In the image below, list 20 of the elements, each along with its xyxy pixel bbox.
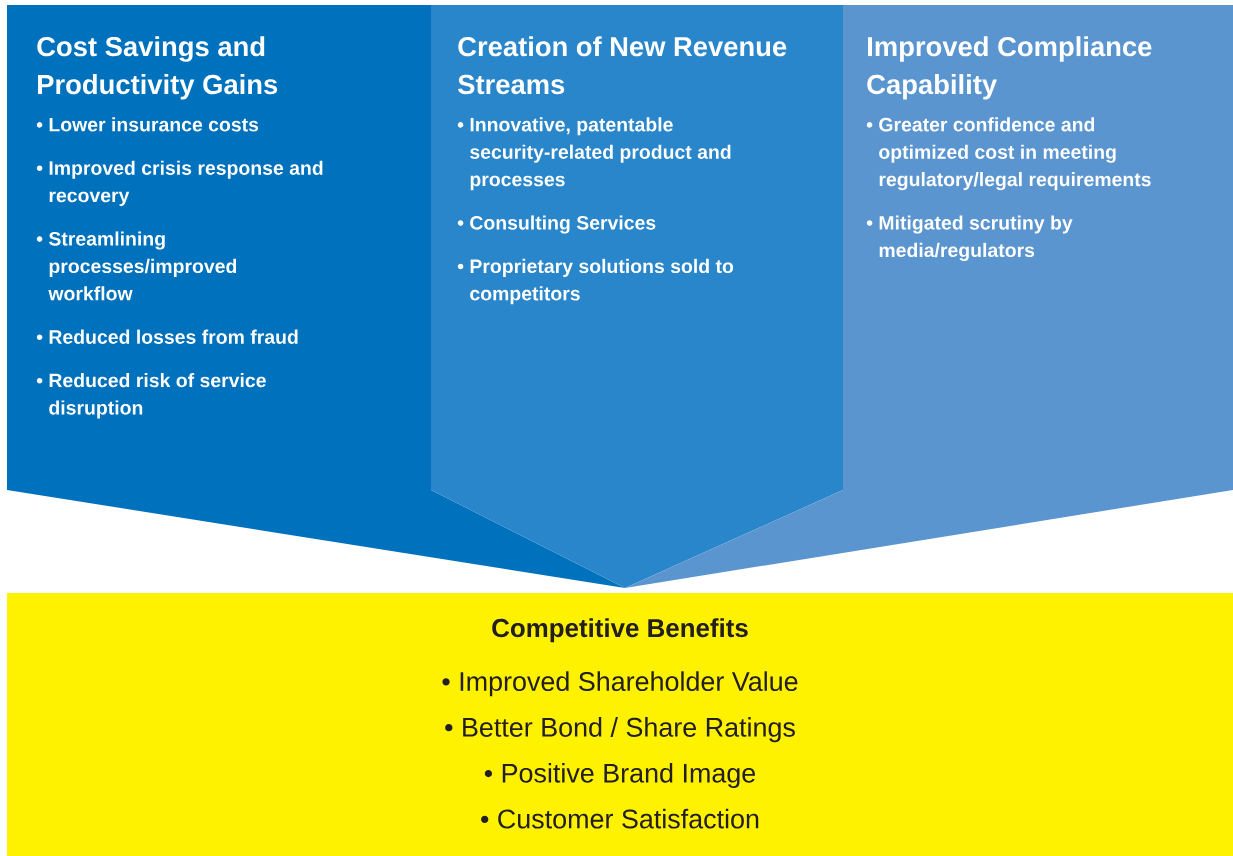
- bullet-item: • Customer Satisfaction: [481, 808, 759, 829]
- bullet-item: • Positive Brand Image: [484, 762, 756, 789]
- chevron-panel: [431, 5, 843, 588]
- bullet-item: • Greater confidence and optimized cost in meeting regulatory/legal requirements: [866, 117, 1151, 191]
- panel-heading: Cost Savings and Productivity Gains: [37, 36, 278, 100]
- bullet-item: • Streamlining processes/improved workflow: [36, 231, 237, 301]
- bullet-item: • Reduced losses from fraud: [36, 329, 298, 344]
- bullet-item: • Improved crisis response and recovery: [36, 160, 323, 207]
- box-heading: Competitive Benefits: [492, 618, 748, 643]
- bullet-item: • Proprietary solutions sold to competitors: [457, 258, 734, 305]
- bullet-item: • Better Bond / Share Ratings: [445, 717, 795, 743]
- panel-heading: Improved Compliance Capability: [867, 36, 1152, 100]
- bullet-item: • Reduced risk of service disruption: [36, 373, 266, 419]
- bullet-item: • Consulting Services: [457, 215, 656, 234]
- bullet-item: • Innovative, patentable security-related product and processes: [457, 117, 731, 191]
- bullet-item: • Mitigated scrutiny by media/regulators: [866, 215, 1073, 261]
- bullet-item: • Improved Shareholder Value: [442, 671, 798, 697]
- bullet-item: • Lower insurance costs: [36, 117, 259, 132]
- benefits-box: [7, 593, 1233, 856]
- panel-heading: Creation of New Revenue Streams: [458, 36, 787, 95]
